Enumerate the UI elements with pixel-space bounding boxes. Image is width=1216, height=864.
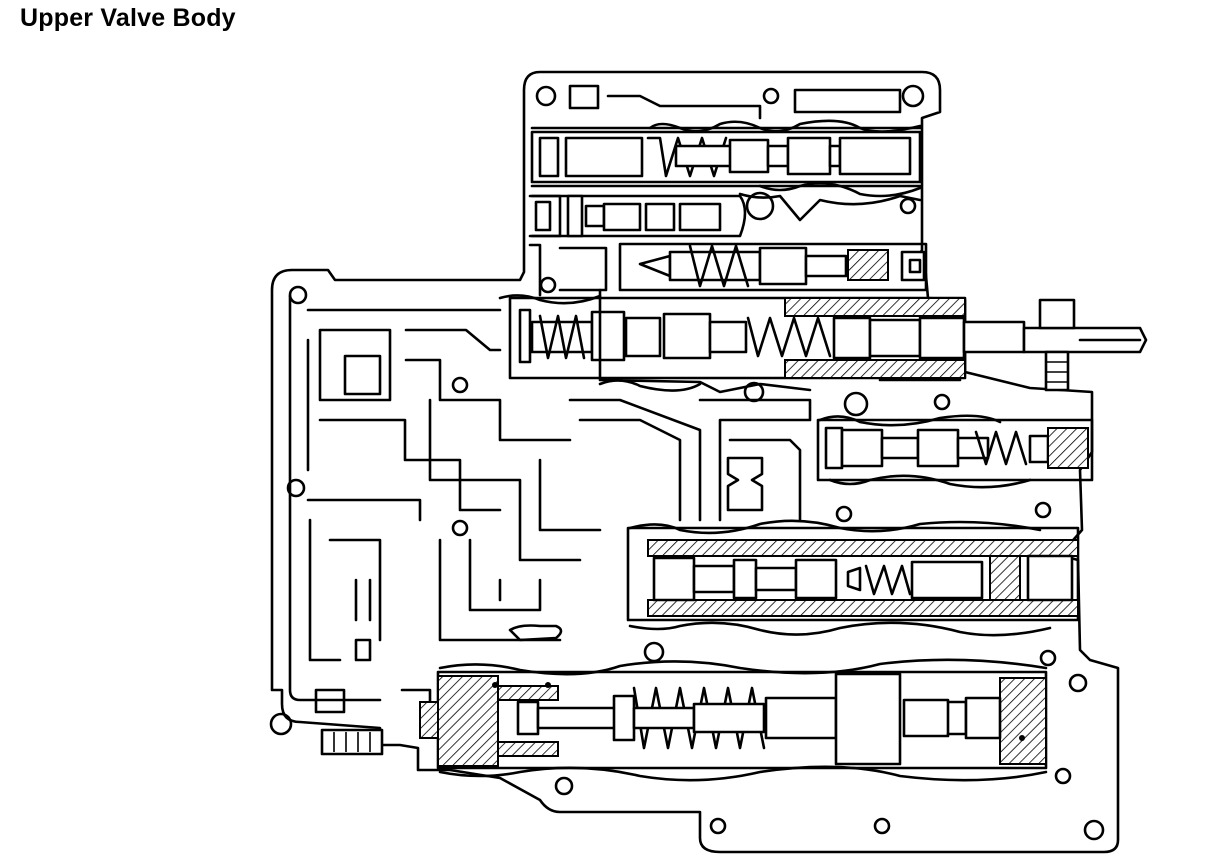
valve-1 <box>530 130 922 184</box>
valve-4 <box>508 296 1148 392</box>
check-ball-bracket <box>320 728 384 756</box>
middle-passages <box>598 288 962 522</box>
bolt-holes <box>269 84 1105 841</box>
valve-3 <box>618 242 928 292</box>
valve-7 <box>419 670 1048 770</box>
valve-6 <box>626 526 1080 622</box>
valve-5 <box>816 418 1094 482</box>
left-passages <box>288 294 702 714</box>
diagram-title: Upper Valve Body <box>20 4 236 32</box>
valve-2 <box>528 194 747 238</box>
cutaway-lines <box>438 119 1052 782</box>
